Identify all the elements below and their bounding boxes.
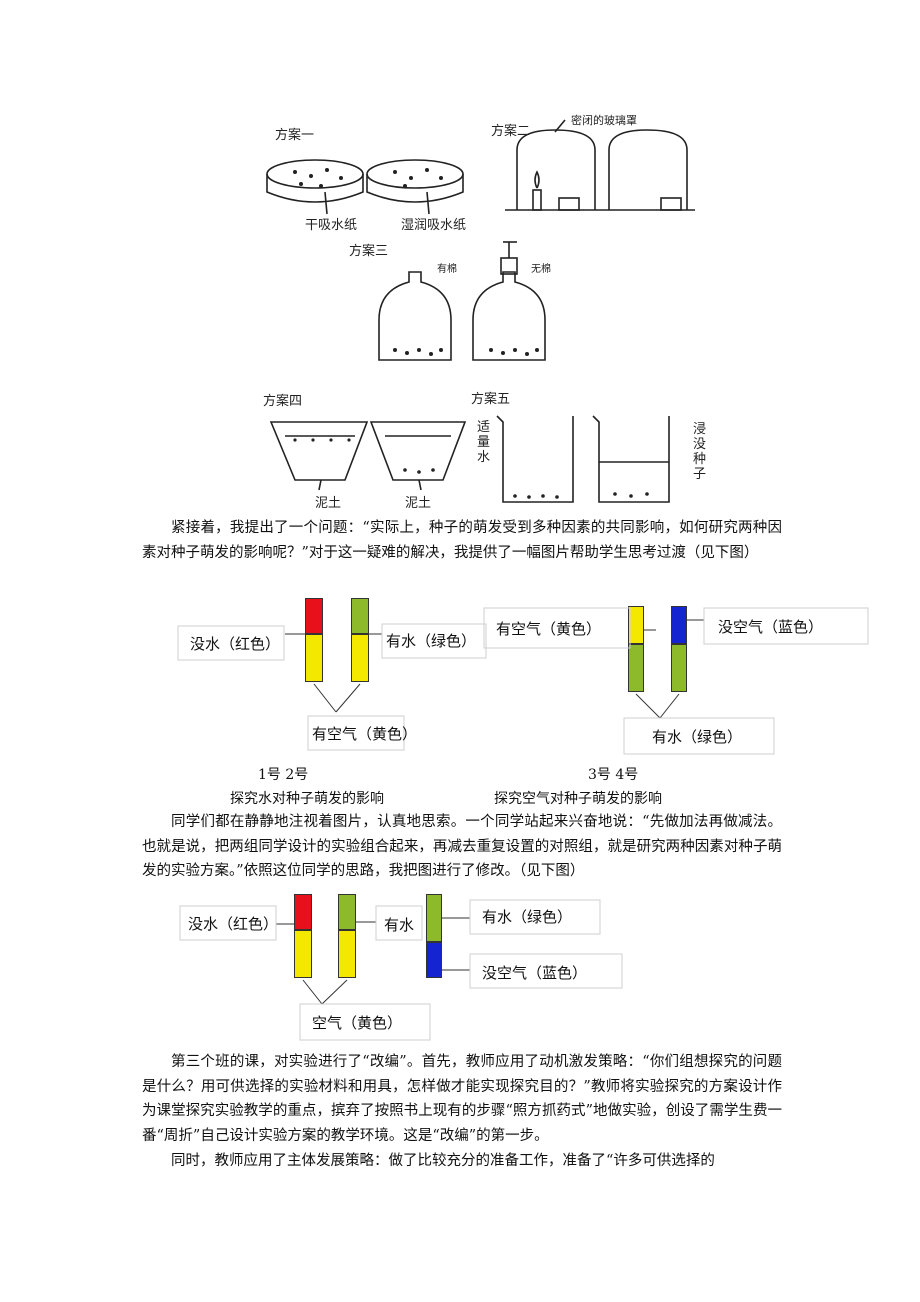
scheme3-label: 方案三	[349, 244, 389, 259]
label2-water-mid: 有水	[384, 916, 415, 934]
paragraph-1: 紧接着，我提出了一个问题：“实际上，种子的萌发受到多种因素的共同影响，如何研究两…	[142, 520, 782, 561]
label2-no-water: 没水（红色）	[188, 915, 279, 933]
tube-numbers-left: 1号 2号	[258, 767, 309, 783]
label2-air: 空气（黄色）	[312, 1014, 403, 1032]
dry-paper-label: 干吸水纸	[305, 218, 358, 233]
tube-a-bottom	[294, 930, 312, 978]
tube-c-bottom	[426, 942, 442, 978]
sketch-drawing	[266, 119, 695, 503]
figure-1: 没水（红色） 有水（绿色） 有空气（黄色） 有空气（黄色） 没空气（蓝色） 有水…	[0, 590, 920, 810]
tube-a-top	[294, 894, 312, 930]
tube-3-bottom	[628, 644, 644, 692]
tube-4-bottom	[671, 644, 687, 692]
scheme4-label: 方案四	[263, 394, 303, 409]
stopper-label: 无棉	[531, 264, 551, 275]
label2-has-water: 有水（绿色）	[482, 908, 573, 926]
scheme2-label: 方案二	[491, 124, 531, 139]
tube-1-bottom	[305, 634, 323, 682]
scheme5-label: 方案五	[471, 392, 511, 407]
label-air-left: 有空气（黄色）	[312, 725, 418, 743]
tube-3-top	[628, 606, 644, 644]
caption-left: 探究水对种子萌发的影响	[230, 791, 384, 807]
label-no-water: 没水（红色）	[190, 635, 281, 653]
tube-2-top	[351, 598, 369, 634]
label-no-air: 没空气（蓝色）	[718, 618, 824, 636]
figure-1-lines	[177, 607, 869, 755]
submerge-seeds-label: 浸没种子	[693, 422, 707, 482]
cotton-label: 有棉	[437, 264, 457, 275]
tube-b-top	[338, 894, 356, 930]
sealed-cover-label: 密闭的玻璃罩	[571, 114, 637, 127]
tube-b-bottom	[338, 930, 356, 978]
experiment-sketch: 方案一 方案二 密闭的玻璃罩 干吸水纸 湿润吸水纸 方案三 有棉 无棉 方案四 …	[255, 110, 715, 520]
figure-2: 没水（红色） 有水 有水（绿色） 没空气（蓝色） 空气（黄色）	[0, 888, 920, 1048]
tube-4-top	[671, 606, 687, 644]
tube-2-bottom	[351, 634, 369, 682]
tube-numbers-right: 3号 4号	[588, 767, 639, 783]
soil-b-label: 泥土	[405, 496, 432, 511]
tube-c-top	[426, 894, 442, 942]
label2-no-air: 没空气（蓝色）	[482, 964, 588, 982]
tube-1-top	[305, 598, 323, 634]
soil-a-label: 泥土	[315, 496, 342, 511]
caption-right: 探究空气对种子萌发的影响	[494, 791, 662, 807]
proper-water-label: 适量水	[477, 420, 491, 465]
label-has-air: 有空气（黄色）	[496, 620, 602, 638]
label-has-water: 有水（绿色）	[386, 632, 477, 650]
scheme1-label: 方案一	[275, 128, 315, 143]
wet-paper-label: 湿润吸水纸	[401, 218, 467, 233]
paragraph-4: 同时，教师应用了主体发展策略：做了比较充分的准备工作，准备了“许多可供选择的	[171, 1153, 715, 1169]
paragraph-2: 同学们都在静静地注视着图片，认真地思索。一个同学站起来兴奋地说：“先做加法再做减…	[142, 814, 782, 879]
figure-2-lines	[179, 899, 623, 1041]
paragraph-3: 第三个班的课，对实验进行了“改编”。首先，教师应用了动机激发策略：“你们组想探究…	[142, 1054, 782, 1144]
label-water-right: 有水（绿色）	[652, 728, 743, 746]
